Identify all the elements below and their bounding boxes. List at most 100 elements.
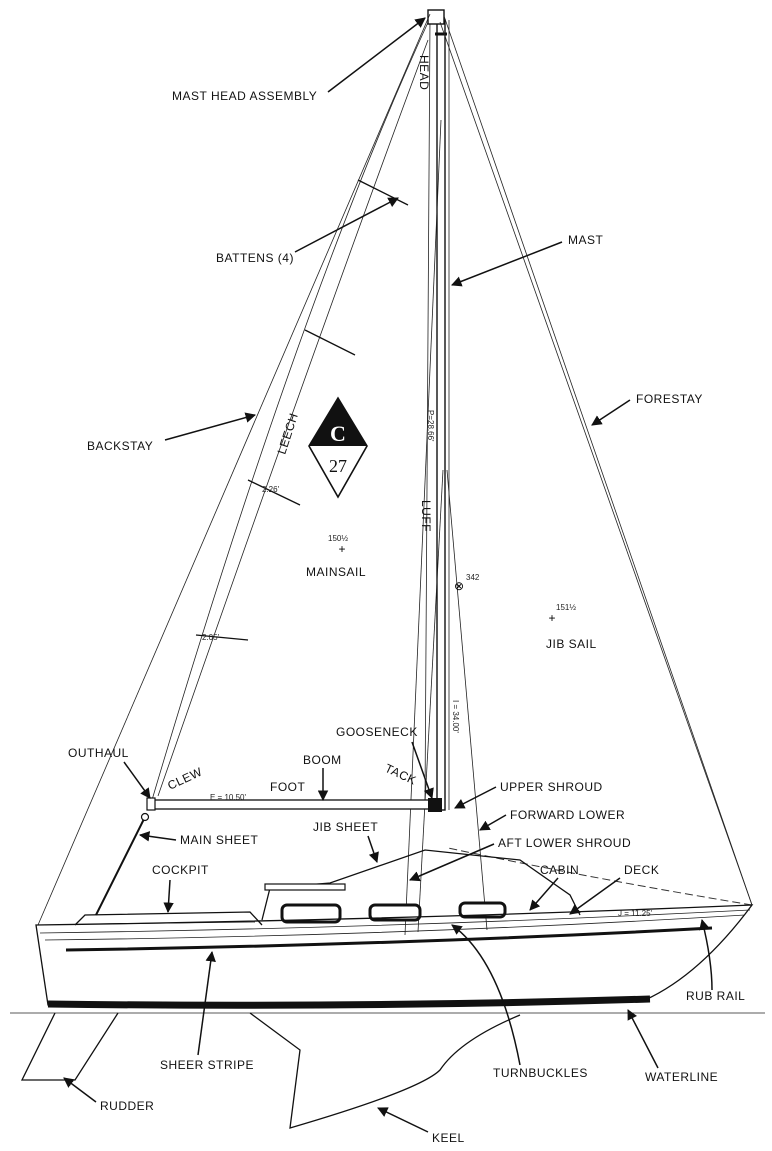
jib-luff bbox=[439, 21, 753, 906]
label-outhaul: OUTHAUL bbox=[68, 746, 129, 760]
label-mainsail: MAINSAIL bbox=[306, 565, 366, 579]
backstay bbox=[37, 13, 431, 926]
label-sheer-stripe: SHEER STRIPE bbox=[160, 1058, 254, 1072]
dim-batten-upper: 2.26' bbox=[262, 485, 280, 494]
mast bbox=[436, 19, 446, 811]
label-jib-sail: JIB SAIL bbox=[546, 637, 597, 651]
deck-line bbox=[39, 909, 751, 934]
arrow-main-sheet bbox=[138, 831, 177, 842]
dim-jib-area: 151½ bbox=[556, 603, 576, 612]
cabin-window-2 bbox=[368, 903, 422, 922]
arrow-mast bbox=[451, 241, 563, 287]
arrow-aft-lower-shroud bbox=[409, 843, 495, 882]
arrow-mast-head bbox=[327, 17, 426, 93]
arrow-forestay bbox=[591, 399, 631, 426]
dim-ce-mark: 342 bbox=[466, 573, 480, 582]
arrow-jib-sheet bbox=[367, 835, 379, 863]
gooseneck-fitting bbox=[428, 798, 442, 812]
batten-4 bbox=[195, 634, 249, 641]
logo-number: 27 bbox=[329, 456, 347, 476]
boot-stripe bbox=[47, 995, 651, 1009]
arrow-rub-rail bbox=[699, 918, 713, 991]
clew-fitting bbox=[146, 797, 156, 811]
keel bbox=[249, 1012, 521, 1129]
arrow-keel bbox=[377, 1107, 429, 1133]
dim-main-area: 150½ bbox=[328, 534, 348, 543]
arrow-sheer-stripe bbox=[197, 950, 216, 1056]
arrow-cockpit bbox=[163, 879, 174, 914]
leech-line bbox=[157, 39, 429, 797]
label-gooseneck: GOOSENECK bbox=[336, 725, 418, 739]
forward-lower-shroud bbox=[446, 469, 488, 931]
label-deck: DECK bbox=[624, 863, 659, 877]
ce-main-cross: + bbox=[338, 542, 345, 556]
forestay bbox=[443, 15, 753, 906]
label-backstay: BACKSTAY bbox=[87, 439, 153, 453]
label-upper-shroud: UPPER SHROUD bbox=[500, 780, 603, 794]
label-jib-sheet: JIB SHEET bbox=[313, 820, 378, 834]
label-aft-lower-shroud: AFT LOWER SHROUD bbox=[498, 836, 631, 850]
upper-shroud bbox=[404, 119, 442, 936]
logo-letter: C bbox=[330, 421, 346, 446]
logo-top bbox=[309, 398, 367, 446]
arrow-gooseneck bbox=[411, 741, 434, 799]
label-tack: TACK bbox=[383, 761, 419, 788]
hatch-rail bbox=[264, 883, 346, 891]
jib-foot bbox=[447, 847, 753, 906]
dim-i-height: I = 34.00' bbox=[451, 700, 460, 733]
cabin-window-1 bbox=[280, 903, 342, 924]
label-mast-head-assembly: MAST HEAD ASSEMBLY bbox=[172, 89, 317, 103]
dim-p-luff: P=28.66' bbox=[426, 410, 435, 442]
batten-2 bbox=[304, 329, 356, 356]
arrow-turnbuckles bbox=[451, 924, 521, 1066]
label-head: HEAD bbox=[417, 55, 431, 90]
ce-jib-cross: + bbox=[548, 611, 555, 625]
label-clew: CLEW bbox=[165, 764, 204, 792]
label-boom: BOOM bbox=[303, 753, 342, 767]
label-keel: KEEL bbox=[432, 1131, 465, 1145]
arrow-battens bbox=[294, 197, 399, 253]
arrow-cabin bbox=[529, 877, 559, 911]
cockpit-coaming bbox=[74, 911, 263, 926]
label-forestay: FORESTAY bbox=[636, 392, 703, 406]
main-sheet bbox=[95, 814, 147, 916]
rudder bbox=[20, 1012, 119, 1081]
ce-combined-mark: ⊗ bbox=[454, 579, 464, 593]
arrow-waterline bbox=[627, 1009, 659, 1069]
arrow-upper-shroud bbox=[454, 786, 497, 809]
label-waterline: WATERLINE bbox=[645, 1070, 718, 1084]
label-mast: MAST bbox=[568, 233, 604, 247]
main-sheet-block bbox=[140, 812, 150, 822]
mast-head-assembly bbox=[427, 9, 445, 25]
dim-batten-lower: 2.05' bbox=[202, 633, 220, 642]
arrow-forward-lower bbox=[479, 814, 507, 831]
label-main-sheet: MAIN SHEET bbox=[180, 833, 259, 847]
label-cabin: CABIN bbox=[540, 863, 579, 877]
arrow-outhaul bbox=[123, 761, 151, 799]
aft-lower-shroud bbox=[417, 469, 444, 933]
dim-j-base: J = 11.25' bbox=[618, 909, 653, 918]
mainsail-outline bbox=[151, 17, 431, 801]
label-battens: BATTENS (4) bbox=[216, 251, 294, 265]
sheer-stripe bbox=[65, 926, 713, 952]
boom bbox=[151, 799, 431, 810]
label-rub-rail: RUB RAIL bbox=[686, 989, 745, 1003]
rub-rail bbox=[44, 914, 746, 941]
cabin-window-3 bbox=[458, 901, 507, 919]
label-luff: LUFF bbox=[419, 500, 433, 532]
arrow-deck bbox=[569, 877, 621, 915]
label-foot: FOOT bbox=[270, 780, 305, 794]
label-forward-lower: FORWARD LOWER bbox=[510, 808, 625, 822]
dim-e-foot: E = 10.50' bbox=[210, 793, 246, 802]
label-leech: LEECH bbox=[275, 411, 301, 456]
batten-3 bbox=[247, 479, 301, 506]
arrow-backstay bbox=[164, 412, 257, 441]
label-cockpit: COCKPIT bbox=[152, 863, 209, 877]
label-turnbuckles: TURNBUCKLES bbox=[493, 1066, 588, 1080]
arrow-rudder bbox=[63, 1077, 97, 1103]
batten-1 bbox=[357, 179, 409, 206]
label-rudder: RUDDER bbox=[100, 1099, 154, 1113]
leader-arrows bbox=[63, 17, 713, 1133]
class-logo: C 27 bbox=[308, 396, 368, 499]
